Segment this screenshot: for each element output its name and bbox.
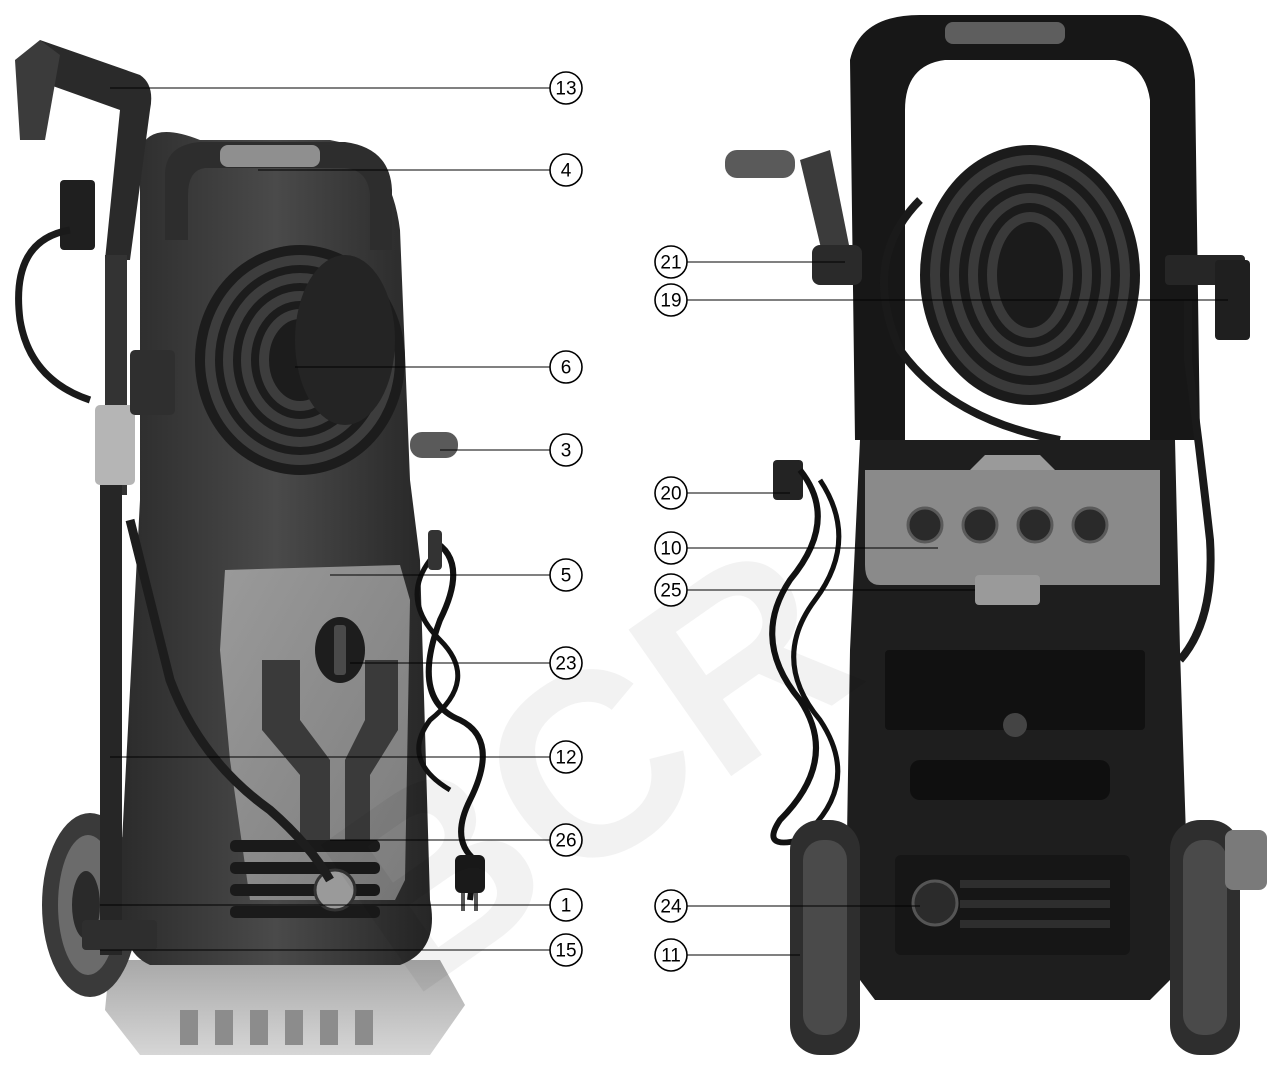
callout-circle <box>549 350 583 384</box>
lance-holder <box>82 920 157 950</box>
cord-hook <box>428 530 442 570</box>
callout-number: 12 <box>555 748 576 769</box>
callout-number: 24 <box>660 897 682 918</box>
tray-top-bump <box>970 455 1055 470</box>
power-cord-coil <box>414 558 461 793</box>
callout-13: 13 <box>110 71 583 105</box>
power-cord <box>425 537 486 901</box>
rear-crank <box>725 150 862 285</box>
callout-circle <box>549 646 583 680</box>
nozzle-holes <box>906 506 1109 544</box>
callout-number: 1 <box>561 896 572 917</box>
rear-screw <box>1003 713 1027 737</box>
callout-circle <box>654 476 688 510</box>
detergent-cup <box>1225 830 1267 890</box>
handle-grip <box>220 145 320 167</box>
switch-knob <box>315 617 365 683</box>
callout-number: 26 <box>555 831 576 852</box>
callout-24: 24 <box>654 889 920 923</box>
gun-holder-rear <box>1165 255 1250 340</box>
callout-number: 6 <box>561 358 572 379</box>
callout-26: 26 <box>330 823 583 857</box>
callout-20: 20 <box>654 476 790 510</box>
callout-circle <box>654 531 688 565</box>
callout-circle <box>549 71 583 105</box>
callout-number: 20 <box>660 484 681 505</box>
rear-high-pressure-hose <box>1176 300 1215 663</box>
reel-hose-outlet <box>880 197 1061 444</box>
callout-23: 23 <box>350 646 583 680</box>
gun-holster <box>130 350 175 415</box>
rear-handle-grip <box>945 22 1065 44</box>
callout-number: 25 <box>660 581 681 602</box>
hose-reel-front <box>195 245 405 475</box>
plug <box>455 855 485 911</box>
front-panel-cutout <box>262 660 330 850</box>
lance-lower <box>100 485 122 955</box>
lance-coupling <box>95 405 135 485</box>
rear-view <box>725 15 1267 1055</box>
rear-power-cord-coil-2 <box>791 478 842 832</box>
callout-number: 13 <box>555 79 576 100</box>
callout-25: 25 <box>654 573 975 607</box>
rear-vents <box>960 880 1110 928</box>
rear-frame-handle <box>850 15 1200 440</box>
callout-number: 5 <box>561 566 572 587</box>
callout-circle <box>654 573 688 607</box>
callout-circle <box>549 433 583 467</box>
rear-power-cord-coil <box>769 468 821 846</box>
rear-recess <box>910 760 1110 800</box>
high-pressure-hose <box>125 518 334 883</box>
callouts: 13 4 6 3 5 23 12 26 1 15 21 19 20 10 25 24 11 <box>100 71 1228 972</box>
cord-clip <box>975 575 1040 605</box>
callout-number: 15 <box>555 941 576 962</box>
base-ribs <box>180 1010 373 1045</box>
callout-circle <box>549 888 583 922</box>
callout-number: 3 <box>561 441 572 462</box>
callout-1: 1 <box>100 888 583 922</box>
crank-handle <box>410 432 458 458</box>
callout-number: 4 <box>561 161 572 182</box>
callout-number: 23 <box>555 654 576 675</box>
callout-circle <box>549 153 583 187</box>
rear-left-wheel <box>790 820 860 1055</box>
callout-15: 15 <box>100 933 583 967</box>
callout-10: 10 <box>654 531 938 565</box>
water-inlet <box>911 879 959 927</box>
callout-circle <box>549 740 583 774</box>
callout-number: 11 <box>661 946 681 967</box>
callout-circle <box>654 283 688 317</box>
rear-right-wheel <box>1170 820 1240 1055</box>
callout-12: 12 <box>110 740 583 774</box>
callout-4: 4 <box>258 153 583 187</box>
front-panel-cutout-right <box>345 660 398 850</box>
callout-circle <box>654 245 688 279</box>
callout-3: 3 <box>440 433 583 467</box>
callout-circle <box>549 558 583 592</box>
hose-reel-rear <box>920 145 1140 405</box>
callout-number: 21 <box>660 253 681 274</box>
callout-11: 11 <box>654 938 800 972</box>
callout-circle <box>549 933 583 967</box>
callout-5: 5 <box>330 558 583 592</box>
callout-21: 21 <box>654 245 845 279</box>
rear-panel-slot <box>885 650 1145 730</box>
accessory-tray <box>865 470 1160 585</box>
callout-circle <box>654 889 688 923</box>
callout-19: 19 <box>654 283 1228 317</box>
callout-circle <box>654 938 688 972</box>
callout-number: 10 <box>660 539 681 560</box>
rear-cord-hook <box>773 460 803 500</box>
spray-gun <box>15 40 152 260</box>
spray-hose-loop <box>15 226 92 404</box>
callout-6: 6 <box>295 350 583 384</box>
callout-circle <box>549 823 583 857</box>
callout-number: 19 <box>660 291 681 312</box>
